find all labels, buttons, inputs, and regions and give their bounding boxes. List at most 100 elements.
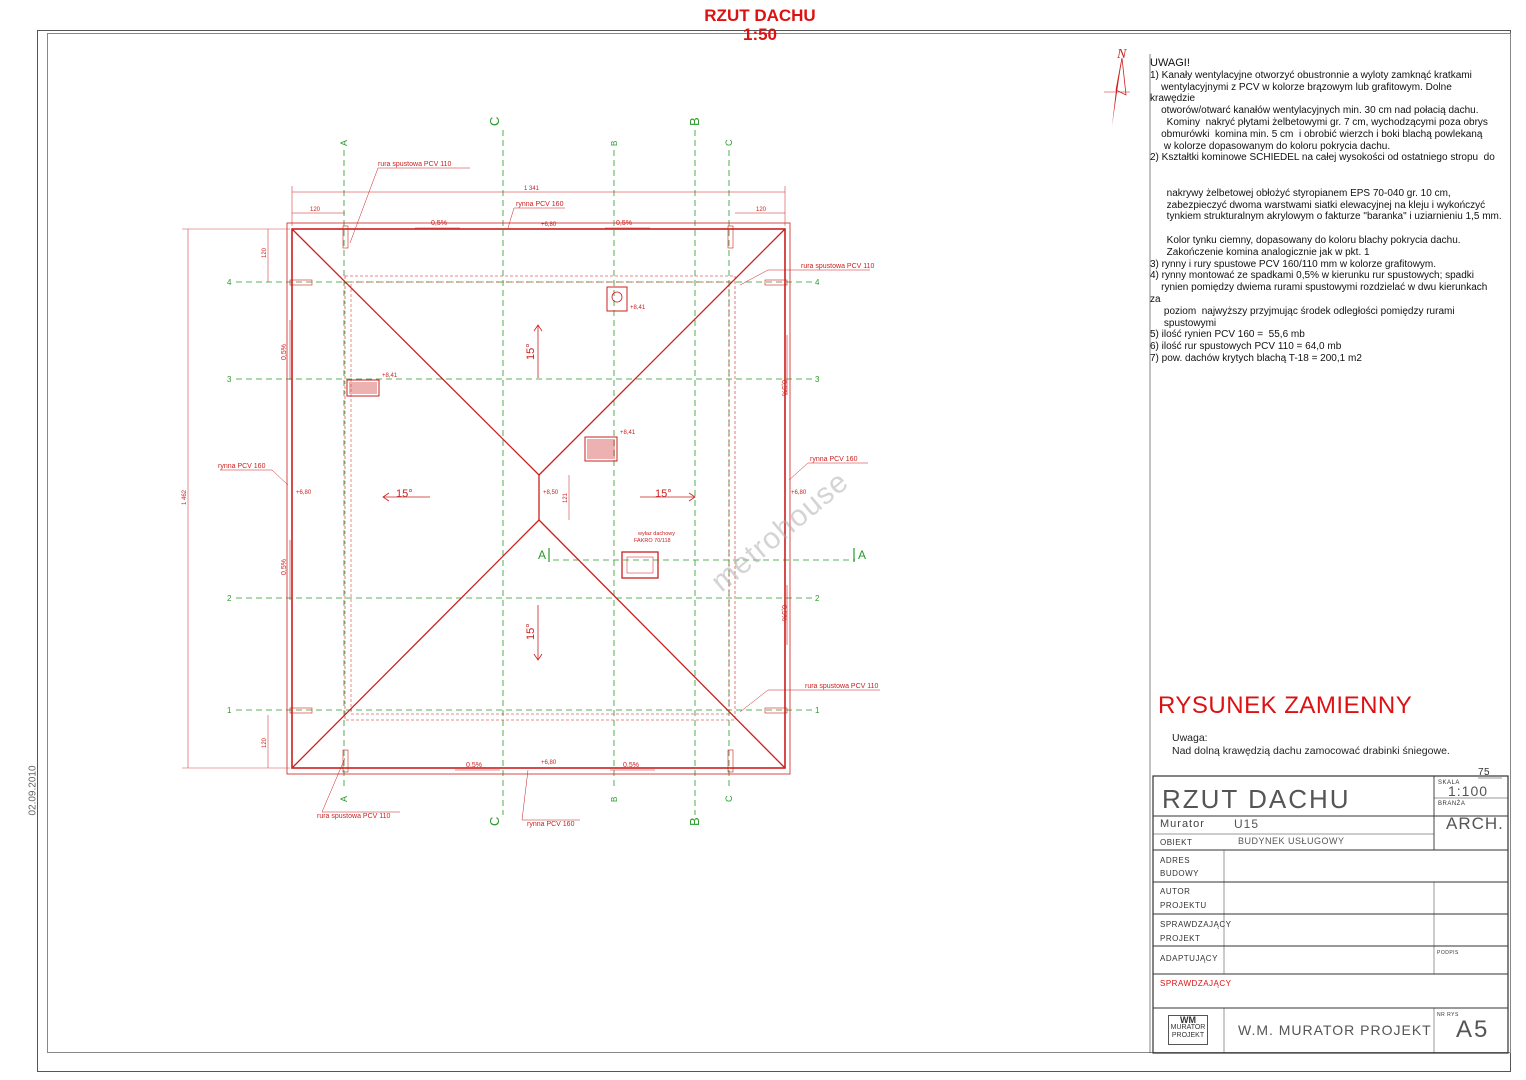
north-letter: N: [1116, 47, 1127, 62]
dim-height-text: 1 462: [182, 489, 188, 505]
company-logo: WM MURATOR PROJEKT: [1168, 1015, 1208, 1045]
note-line: spustowymi: [1150, 317, 1217, 329]
plan-labels: 1 341 120 120 1 462 120 120 121 15° 15° …: [182, 161, 879, 828]
label-rynna-right: rynna PCV 160: [810, 456, 858, 463]
note-line: 6) ilość rur spustowych PCV 110 = 64,0 m…: [1150, 341, 1342, 353]
slope-bottom-text: 15°: [525, 623, 537, 640]
slope-arrowhead-top: [533, 324, 543, 332]
note-line: 4) rynny montować ze spadkami 0,5% w kie…: [1150, 270, 1475, 282]
note-line: obmurówki komina min. 5 cm i obrobić wie…: [1150, 128, 1483, 140]
dim-120-tr-text: 120: [756, 207, 767, 213]
label-rura-bl: rura spustowa PCV 110: [317, 813, 391, 820]
note-line: [1150, 223, 1505, 235]
section-left-label: A: [538, 548, 546, 562]
section-right-label: A: [858, 548, 866, 562]
title-block-lines: [1149, 54, 1509, 1054]
chimney-round: [606, 286, 628, 312]
note-line: 3) rynny i rury spustowe PCV 160/110 mm …: [1150, 258, 1437, 270]
uwaga-text: Nad dolną krawędzią dachu zamocować drab…: [1172, 745, 1450, 757]
downpipe-l4: [289, 279, 313, 286]
axis-labels: A C B B C A C B B C 4 3 2 1 4 3 2 1 A A: [227, 117, 866, 826]
note-line: UWAGI!: [1150, 57, 1190, 69]
hip-br: [538, 519, 786, 769]
dim-width-text: 1 341: [524, 186, 540, 192]
note-line: rynien pomiędzy dwiema rurami spustowymi…: [1150, 282, 1488, 294]
note-line: zabezpieczyć dwoma warstwami siatki elew…: [1150, 199, 1486, 211]
note-line: wentylacyjnymi z PCV w kolorze brązowym …: [1150, 81, 1452, 93]
downpipe-tr: [727, 225, 734, 249]
tb-nr-label: NR RYS: [1437, 1012, 1459, 1018]
row-left-4: 4: [227, 278, 232, 287]
pct-right-b: 0,5%: [780, 605, 787, 621]
tb-podpis-label: PODPIS: [1437, 950, 1459, 956]
hip-tr: [538, 228, 786, 476]
eave-outer: [286, 222, 791, 775]
elev-bottom: +6,80: [541, 760, 557, 766]
tb-autor-label-1: AUTOR: [1160, 887, 1191, 896]
tb-obiekt-label: OBIEKT: [1160, 838, 1193, 847]
label-rynna-left: rynna PCV 160: [218, 463, 266, 470]
notes-panel: UWAGI!1) Kanały wentylacyjne otworzyć ob…: [1150, 57, 1505, 365]
note-line: otworów/otwarć kanałów wentylacyjnych mi…: [1150, 105, 1479, 117]
note-line: Zakończenie komina analogicznie jak w pk…: [1150, 246, 1370, 258]
dim-120-tl-text: 120: [310, 207, 321, 213]
downpipe-tl: [342, 225, 349, 249]
leader-rynna-bottom: [521, 769, 580, 821]
leader-rura-tl: [349, 167, 470, 244]
row-right-1: 1: [815, 706, 820, 715]
note-line: poziom najwyższy przyjmując środek odleg…: [1150, 305, 1455, 317]
tb-autor-label-2: PROJEKTU: [1160, 901, 1207, 910]
axis-top-b1: B: [610, 141, 619, 146]
uwaga-heading: Uwaga:: [1172, 732, 1208, 744]
chimney-center: [584, 436, 618, 462]
pct-left-b: 0,5%: [281, 559, 288, 575]
tb-drawing-title: RZUT DACHU: [1162, 784, 1351, 814]
tb-skala-value: 1:100: [1448, 783, 1489, 799]
slope-arrowhead-right: [688, 492, 696, 502]
title-scale: 1:50: [742, 25, 778, 44]
roof-hatch: [621, 551, 659, 579]
slope-left-text: 15°: [396, 488, 413, 500]
chimney-center-fill: [587, 439, 615, 459]
axis-top-a: A: [339, 140, 349, 146]
row-right-4: 4: [815, 278, 820, 287]
tb-sprawdz-label-2: PROJEKT: [1160, 934, 1201, 943]
note-line: krawędzie: [1150, 93, 1196, 105]
chimney-hatching: [349, 382, 615, 459]
elev-top: +6,80: [541, 222, 557, 228]
slope-arrowhead-left: [382, 492, 390, 502]
slope-arrowhead-bottom: [533, 653, 543, 661]
wall-outline: [344, 275, 736, 721]
chimney-left-fill: [349, 382, 377, 394]
leader-rynna-left: [220, 469, 289, 486]
downpipe-r1: [764, 707, 788, 714]
drawing-title: RZUT DACHU 1:50: [640, 6, 880, 44]
tb-murator: Murator: [1160, 818, 1205, 830]
hip-tl: [291, 228, 540, 476]
axis-bottom-b2: B: [687, 817, 702, 826]
tb-sprawdz-red: SPRAWDZAJĄCY: [1160, 979, 1232, 988]
leader-rynna-right: [788, 462, 868, 481]
note-line: 7) pow. dachów krytych blachą T-18 = 200…: [1150, 352, 1362, 364]
leader-rura-r1: [739, 689, 880, 713]
tb-adres-label-2: BUDOWY: [1160, 869, 1199, 878]
axis-bottom-c: C: [487, 817, 502, 826]
dim-120-lt-text: 120: [262, 247, 268, 258]
label-wylaz-1: wyłaz dachowy: [637, 531, 675, 537]
title-block-outer: [1152, 775, 1509, 1054]
tb-branza-value: ARCH.: [1446, 814, 1504, 833]
slope-top-text: 15°: [525, 343, 537, 360]
elev-chimney-left: +8,41: [382, 373, 398, 379]
label-rura-r1: rura spustowa PCV 110: [805, 683, 879, 690]
row-left-2: 2: [227, 594, 232, 603]
elev-right: +6,80: [791, 490, 807, 496]
pct-top-r: 0,5%: [616, 220, 632, 227]
pct-bot-r: 0.5%: [623, 762, 639, 769]
elev-chimney-round: +8,41: [630, 305, 646, 311]
pct-bot-l: 0.5%: [466, 762, 482, 769]
logo-text-2: MURATOR: [1170, 1024, 1206, 1031]
leader-rura-bl: [321, 757, 400, 813]
roof-outline: [182, 167, 880, 821]
note-line: 5) ilość rynien PCV 160 = 55,6 mb: [1150, 329, 1305, 341]
